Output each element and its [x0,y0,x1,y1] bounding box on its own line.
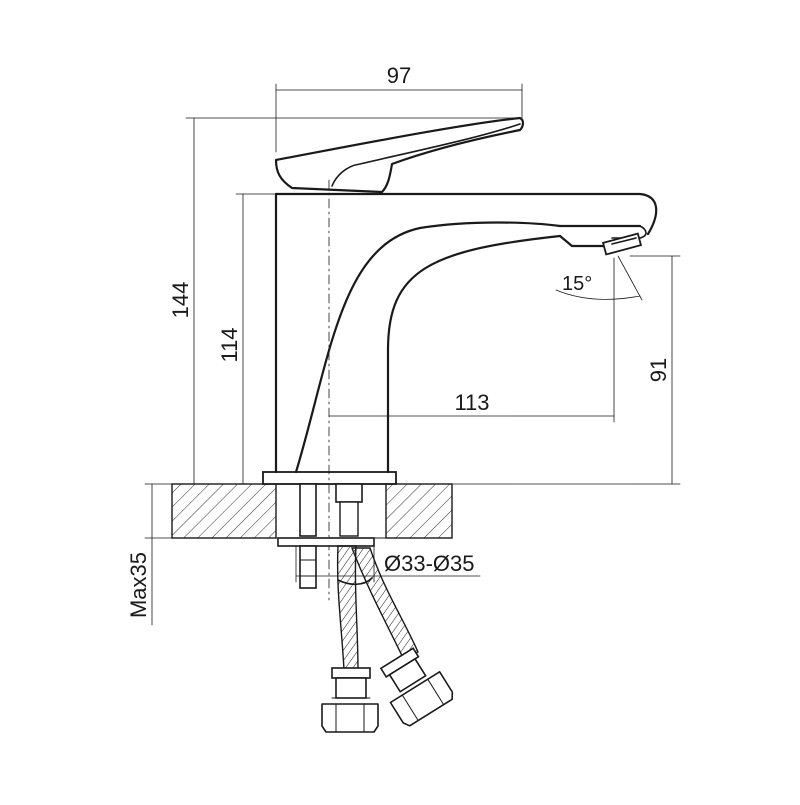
dimension-spray-angle: 15° [555,255,643,301]
surface-extension-lines [144,483,681,539]
base-flange [262,471,397,485]
label-spout-height: 91 [646,358,671,382]
dimension-handle-width: 97 [275,63,523,153]
dimension-spout-height: 91 [629,255,681,485]
label-hole-diameter: Ø33-Ø35 [384,551,475,576]
mounting-hardware [277,483,375,589]
dimension-spout-reach: 113 [328,257,615,423]
lever-handle [274,116,525,194]
label-total-height: 144 [168,282,193,319]
label-handle-width: 97 [387,63,411,88]
label-body-height: 114 [217,327,242,362]
label-spray-angle: 15° [562,273,592,295]
dimension-body-height: 114 [217,193,277,485]
dimension-counter-thickness: Max35 [126,483,153,626]
countertop-section [171,483,453,539]
label-spout-reach: 113 [454,390,489,415]
dimension-hole-diameter: Ø33-Ø35 [295,545,481,583]
label-counter-thickness: Max35 [126,552,151,618]
faucet-body [274,192,658,474]
hose-nuts [321,647,454,733]
dimension-total-height: 144 [168,117,521,485]
